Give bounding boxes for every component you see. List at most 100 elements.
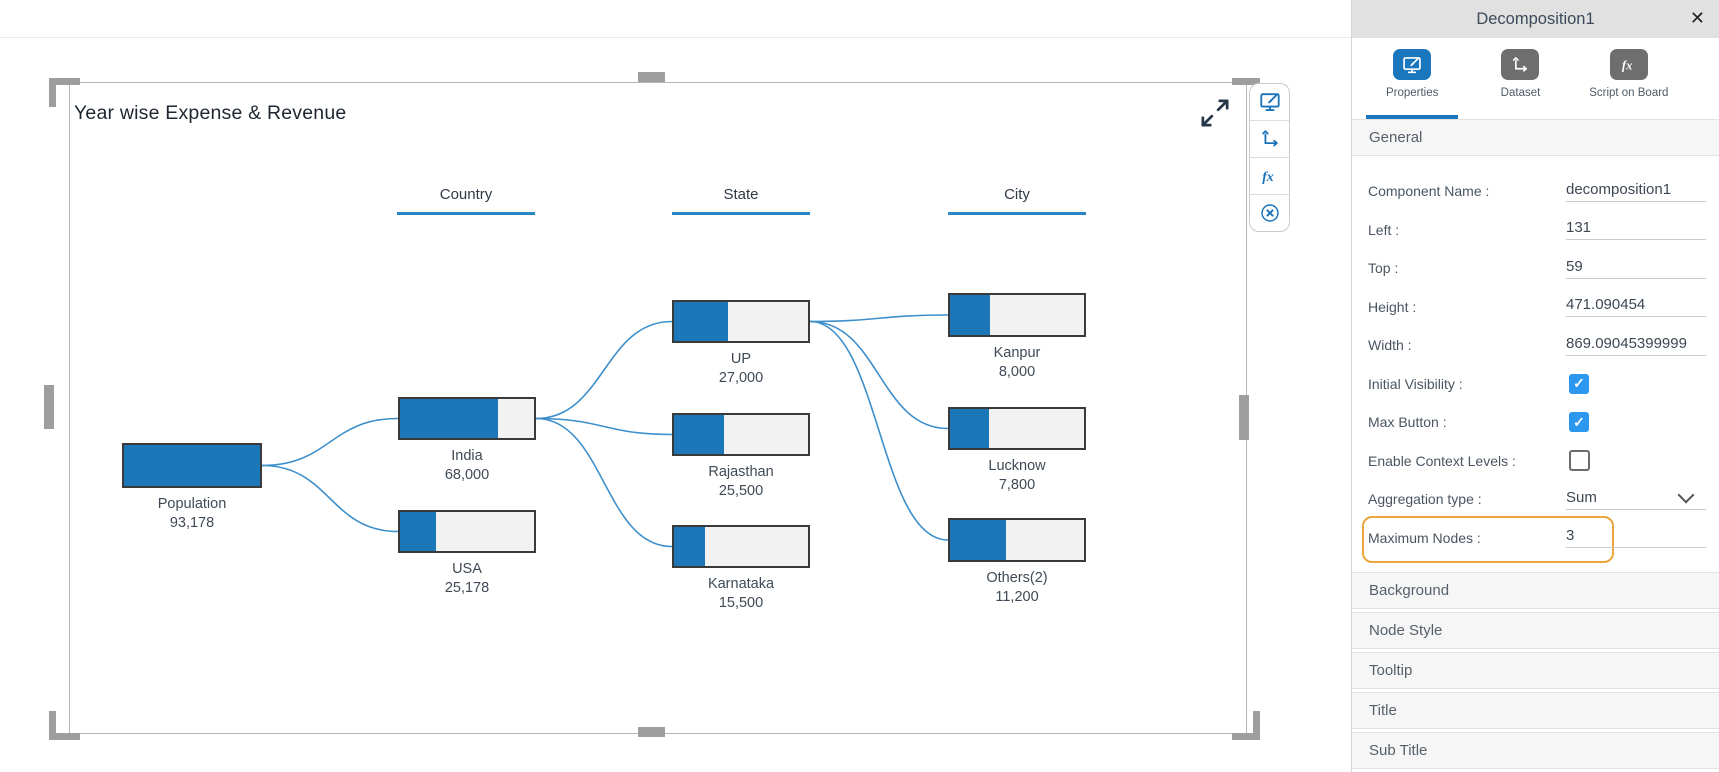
tree-link-india-rajasthan [535, 417, 673, 436]
section-background[interactable]: Background [1352, 572, 1719, 609]
tree-node-karnataka[interactable] [672, 525, 810, 568]
field-value-left[interactable]: 131 [1566, 219, 1706, 241]
node-fill-bar [950, 409, 989, 448]
section-title[interactable]: Title [1352, 692, 1719, 729]
node-fill-bar [400, 512, 437, 551]
field-label: Maximum Nodes : [1368, 529, 1481, 546]
tab-label: Properties [1385, 87, 1439, 99]
selection-handle-bottom-right[interactable] [1232, 711, 1260, 740]
selection-handle-left-mid[interactable] [44, 385, 54, 429]
top-divider [0, 37, 1351, 38]
section-general[interactable]: General [1352, 119, 1719, 156]
fx-icon: fx [1609, 49, 1648, 80]
field-row-top: Top : 59 [1352, 249, 1719, 288]
field-row-left: Left : 131 [1352, 211, 1719, 250]
field-row-initial-visibility: Initial Visibility : ✓ [1352, 365, 1719, 404]
component-script-button[interactable]: fx [1250, 157, 1289, 194]
field-row-width: Width : 869.09045399999 [1352, 326, 1719, 365]
select-aggregation-type[interactable]: Sum [1566, 486, 1706, 510]
selection-handle-top-left[interactable] [49, 78, 80, 107]
component-remove-button[interactable] [1250, 194, 1289, 231]
tree-node-india[interactable] [398, 397, 536, 440]
panel-title: Decomposition1 [1476, 9, 1595, 28]
chart-title: Year wise Expense & Revenue [74, 102, 347, 124]
tree-node-kanpur[interactable] [948, 293, 1086, 337]
node-fill-bar [674, 527, 705, 566]
tree-link-india-karnataka [535, 417, 673, 548]
select-value: Sum [1566, 488, 1597, 506]
field-value-component-name[interactable]: decomposition1 [1566, 181, 1706, 202]
checkbox-initial-visibility[interactable]: ✓ [1569, 373, 1589, 394]
node-fill-bar [674, 302, 728, 341]
node-fill-bar [950, 295, 991, 335]
tree-link-population-india [261, 417, 399, 467]
field-label: Width : [1368, 337, 1412, 354]
field-value-width[interactable]: 869.09045399999 [1566, 335, 1706, 356]
component-properties-button[interactable] [1250, 84, 1289, 120]
panel-header: Decomposition1 ✕ [1352, 0, 1719, 38]
selection-handle-right-mid[interactable] [1239, 395, 1249, 440]
tree-node-population[interactable] [122, 443, 262, 488]
node-fill-bar [950, 520, 1007, 560]
checkbox-enable-context-levels[interactable] [1569, 450, 1590, 472]
field-row-enable-context-levels: Enable Context Levels : [1352, 442, 1719, 481]
tree-link-population-usa [261, 464, 399, 533]
tree-node-up[interactable] [672, 300, 810, 343]
tree-node-others[interactable] [948, 518, 1086, 562]
field-label: Height : [1368, 298, 1417, 315]
section-tooltip[interactable]: Tooltip [1352, 652, 1719, 689]
maximize-icon[interactable] [1196, 94, 1234, 132]
tree-link-up-lucknow [809, 320, 949, 430]
tree-node-lucknow[interactable] [948, 407, 1086, 450]
node-fill-bar [674, 415, 724, 454]
tree-link-india-up [535, 320, 673, 420]
tree-link-up-kanpur [809, 314, 949, 323]
field-label: Left : [1368, 221, 1400, 238]
close-icon[interactable]: ✕ [1689, 8, 1705, 28]
field-label: Max Button : [1368, 414, 1447, 431]
selection-handle-top-mid[interactable] [638, 72, 665, 82]
tab-properties[interactable]: Properties [1358, 38, 1466, 119]
field-row-max-button: Max Button : ✓ [1352, 403, 1719, 442]
section-sub-title[interactable]: Sub Title [1352, 732, 1719, 769]
tree-node-rajasthan[interactable] [672, 413, 810, 456]
svg-text:fx: fx [1622, 58, 1632, 72]
field-label: Top : [1368, 260, 1399, 277]
field-row-aggregation-type: Aggregation type : Sum [1352, 480, 1719, 519]
field-label: Initial Visibility : [1368, 375, 1463, 392]
field-label: Aggregation type : [1368, 491, 1482, 508]
node-fill-bar [400, 399, 498, 438]
tab-label: Dataset [1500, 87, 1541, 99]
field-label: Component Name : [1368, 183, 1490, 200]
field-row-component-name: Component Name : decomposition1 [1352, 172, 1719, 211]
tab-label: Script on Board [1589, 87, 1669, 99]
axes-icon [1501, 49, 1540, 80]
node-fill-bar [124, 445, 260, 486]
selection-handle-bottom-mid[interactable] [638, 727, 665, 737]
tree-links-layer [261, 314, 949, 548]
monitor-edit-icon [1393, 49, 1432, 80]
chevron-down-icon [1677, 486, 1695, 504]
tree-node-usa[interactable] [398, 510, 536, 553]
field-value-maximum-nodes[interactable]: 3 [1566, 527, 1706, 549]
field-value-height[interactable]: 471.090454 [1566, 296, 1706, 318]
field-row-maximum-nodes: Maximum Nodes : 3 [1352, 515, 1719, 563]
tab-dataset[interactable]: Dataset [1466, 38, 1574, 119]
field-value-top[interactable]: 59 [1566, 258, 1706, 279]
tree-link-up-others [809, 320, 949, 541]
field-row-height: Height : 471.090454 [1352, 288, 1719, 327]
svg-text:fx: fx [1262, 169, 1274, 184]
selection-handle-bottom-left[interactable] [49, 711, 80, 740]
component-toolbar: fx [1249, 83, 1290, 232]
checkbox-max-button[interactable]: ✓ [1569, 412, 1589, 433]
component-dataset-button[interactable] [1250, 120, 1289, 157]
section-node-style[interactable]: Node Style [1352, 612, 1719, 649]
